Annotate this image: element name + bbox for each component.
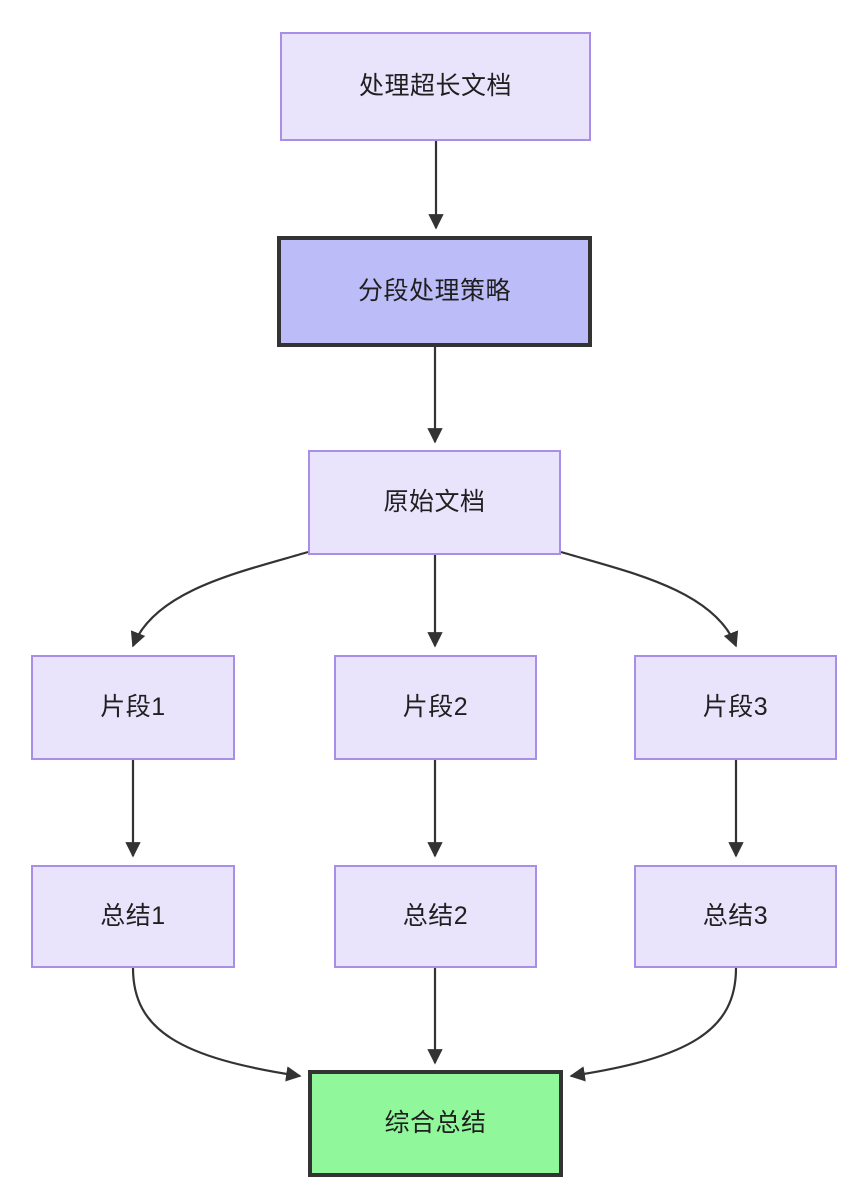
- node-process-long-document[interactable]: 处理超长文档: [280, 32, 591, 141]
- node-label: 片段1: [100, 692, 166, 721]
- edge-n3-n6: [560, 550, 739, 648]
- node-summary-1[interactable]: 总结1: [31, 865, 235, 968]
- node-comprehensive-summary[interactable]: 综合总结: [308, 1070, 563, 1177]
- node-label: 综合总结: [384, 1108, 487, 1137]
- node-label: 片段3: [702, 692, 769, 721]
- node-label: 分段处理策略: [357, 276, 511, 305]
- edge-n9-n10: [569, 967, 738, 1082]
- node-label: 总结3: [702, 901, 769, 930]
- edge-n7-n10: [131, 967, 302, 1082]
- node-fragment-2[interactable]: 片段2: [334, 655, 537, 760]
- edge-n3-n4: [130, 550, 309, 648]
- node-label: 片段2: [402, 692, 469, 721]
- node-label: 总结1: [100, 901, 166, 930]
- node-chunking-strategy[interactable]: 分段处理策略: [277, 236, 592, 347]
- node-label: 处理超长文档: [358, 71, 512, 100]
- node-summary-3[interactable]: 总结3: [634, 865, 837, 968]
- node-fragment-1[interactable]: 片段1: [31, 655, 235, 760]
- node-summary-2[interactable]: 总结2: [334, 865, 537, 968]
- node-fragment-3[interactable]: 片段3: [634, 655, 837, 760]
- node-label: 总结2: [402, 901, 469, 930]
- node-original-document[interactable]: 原始文档: [308, 450, 561, 555]
- node-label: 原始文档: [383, 487, 486, 516]
